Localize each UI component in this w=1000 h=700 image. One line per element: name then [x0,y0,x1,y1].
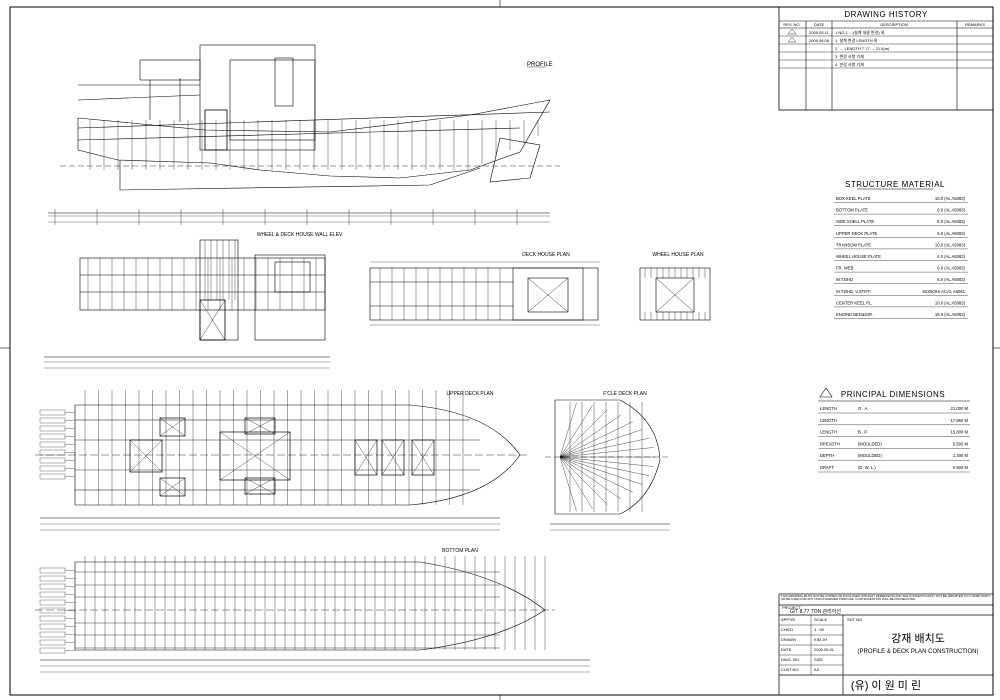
deck-house-plan: DECK HOUSE PLAN [369,252,600,326]
dimension-value: 15.800 M [951,430,969,435]
history-row-desc: 1.NO.1 …(설계 내용 변경) 외 [835,29,885,35]
field-value: 2005.05.01 [814,647,835,652]
material-name: UPPER DECK PLATE [836,231,878,236]
scale-value: 1 : 50 [814,627,825,632]
fore-deck-plan-label: F'CLE DECK PLAN [603,391,647,397]
material-name: W.T.BHD [836,277,853,282]
dimension-qualifier: (D. W. L.) [858,465,876,470]
company-name: (유) 이 원 미 린 [851,679,921,692]
field-label: DWG. NO. [781,657,800,662]
structure-material-table: STRUCTURE MATERIAL BOX KEEL PLATE 10.0 (A… [834,180,968,319]
principal-dimensions-table: PRINCIPAL DIMENSIONS LENGTH O . A. 21.000 … [818,387,970,473]
material-value: 6.0 (AL A5083) [937,208,965,213]
title-block: THIS DRAWING MUST NOT BE COPIED OR DISCL… [778,593,994,696]
dimension-name: DEPTH [820,453,834,458]
field-value: KIM JH [814,637,827,642]
drawing-title-korean: 강재 배치도 [891,632,945,645]
history-header-desc: DESCRIPTION [880,22,907,27]
wheel-house-plan-label: WHEEL HOUSE PLAN [652,252,704,258]
field-label: CHK'D [781,627,793,632]
material-name: BOTTOM PLATE [836,208,868,213]
history-row-desc: 3. 변경 사항 기재 [835,53,864,59]
material-name: TRANSOM PLATE [836,242,871,247]
dimension-qualifier: B . P. [858,430,868,435]
sheet-label: SHT NO [847,617,862,622]
wheel-house-label: WHEEL & DECK HOUSE WALL ELEV. [257,232,344,238]
history-header-remarks: REMARKS [965,22,985,27]
dimension-name: BREADTH [820,441,840,446]
profile-label: PROFILE [527,62,553,68]
material-value: 4.0 (AL A5083) [937,254,965,259]
material-name: FR. WEB [836,266,854,271]
drawing-title-english: (PROFILE & DECK PLAN CONSTRUCTION) [857,649,978,655]
bottom-plan: BOTTOM PLAN [35,548,590,673]
upper-deck-plan: UPPER DECK PLAN [35,390,530,531]
size-value: A3 [814,667,820,672]
field-label: CUST.NO [781,667,799,672]
material-value: 50X50X5-ACAL A6061 [923,289,966,294]
history-title: DRAWING HISTORY [844,10,928,19]
history-row-desc: 2. … LENGTH 7.77 → 11.5(m) [835,46,890,51]
field-label: DATE [781,647,792,652]
dimension-qualifier: O . A. [858,406,868,411]
material-value: 6.0 (AL A5083) [937,266,965,271]
material-value: 10.0 (AL A5083) [935,242,966,247]
material-value: 10.0 (AL A5083) [935,196,966,201]
scale-label: SCALE [814,617,827,622]
material-name: W.T.BHD. V.STIFF. [836,289,871,294]
upper-deck-plan-label: UPPER DECK PLAN [447,391,494,397]
dimension-value: 1.400 M [953,453,969,458]
field-label: DRAWN [781,637,796,642]
material-name: CENTER KEEL PL. [836,300,872,305]
wheel-house-plan: WHEEL HOUSE PLAN [639,252,711,321]
wheel-house-elevation: WHEEL & DECK HOUSE WALL ELEV. [44,232,344,369]
dimension-qualifier: (MOULDED) [858,453,882,458]
dimension-name: LENGTH [820,430,837,435]
history-row-date: 2005.06.06 [809,38,830,43]
material-name: SIDE SHELL PLATE [836,219,874,224]
dimension-name: DRAFT [820,465,834,470]
bottom-plan-label: BOTTOM PLAN [442,548,478,554]
history-header-rev: REV. NO. [783,22,800,27]
dimension-value: 21.000 M [951,406,969,411]
history-header-date: DATE [814,22,825,27]
history-row-date: 2005.05.11 [809,30,829,35]
project-label: PROJECT [782,605,801,610]
material-value: 6.0 (AL A5083) [937,219,965,224]
dimension-value: 5.500 M [953,441,969,446]
history-row-desc: 1. 설계 변경 LENGTH 외 [835,37,878,43]
material-title: STRUCTURE MATERIAL [845,180,945,189]
dimensions-title: PRINCIPAL DIMENSIONS [841,390,945,399]
profile-view: PROFILE [48,44,560,225]
fore-deck-plan: F'CLE DECK PLAN [545,391,670,531]
material-name: BOX KEEL PLATE [836,196,871,201]
field-label: APP'VD [781,617,795,622]
title-block-notice: THIS DRAWING MUST NOT BE COPIED OR DISCL… [781,595,991,602]
project-name: G/T 8.77 TON 관리어선 [790,608,841,615]
dimension-name: LENGTH [820,418,837,423]
dimension-value: 0.500 M [953,465,969,470]
material-value: 6.0 (AL A5083) [937,231,965,236]
size-label: SIZE [814,657,823,662]
material-value: 6.0 (AL A5083) [937,277,965,282]
sheet-border [9,6,994,696]
material-value: 10.0 (AL A5083) [935,300,966,305]
material-name: ENGINE BED&GIR. [836,312,873,317]
history-row-desc: 4. 변경 사항 기재 [835,61,864,67]
dimension-name: LENGTH [820,406,837,411]
material-value: 15.0 (AL A5083) [935,312,966,317]
drawing-history-table: DRAWING HISTORY REV. NO. DATE DESCRIPTIO… [778,6,994,111]
dimension-qualifier: (MOULDED) [858,441,882,446]
dimension-value: 17.850 M [951,418,969,423]
deck-house-plan-label: DECK HOUSE PLAN [522,252,570,258]
material-name: WHEEL HOUSE PLATE [836,254,881,259]
